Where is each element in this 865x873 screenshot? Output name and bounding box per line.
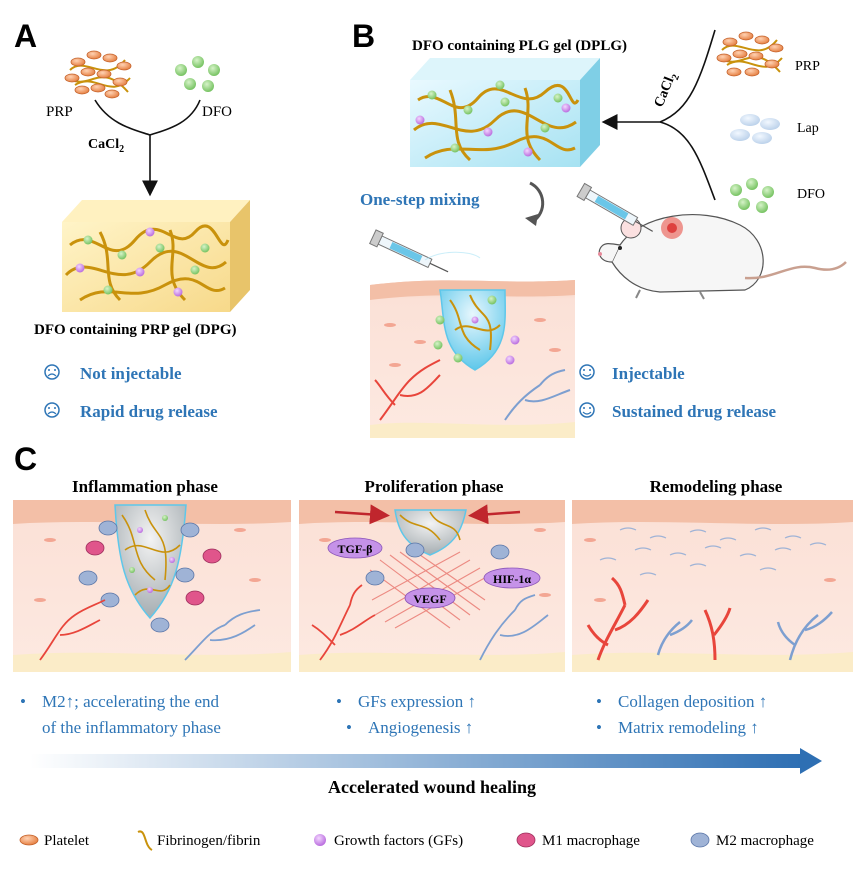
dplg-title: DFO containing PLG gel (DPLG)	[412, 38, 627, 54]
syringe-wound-icon	[369, 229, 449, 273]
dfo-dots-a	[175, 56, 220, 92]
cacl2-label-a: CaCl2	[88, 137, 124, 155]
inflammation-bullet-1: M2↑; accelerating the end	[42, 692, 220, 711]
m1-macrophage-icon	[516, 832, 536, 848]
remodeling-bullet-1: Collagen deposition ↑	[618, 692, 767, 711]
growth-factor-icon	[314, 834, 326, 846]
m2-macrophage-icon	[690, 832, 710, 848]
prp-cluster-a	[64, 50, 132, 99]
mouse-illustration	[598, 214, 847, 300]
tgf-beta-badge	[327, 537, 383, 559]
legend-platelet: Platelet	[44, 833, 90, 849]
phase-title-remodeling: Remodeling phase	[650, 477, 783, 496]
healing-arrow	[30, 748, 822, 774]
bullet-dot: •	[336, 692, 342, 711]
legend-fibrin: Fibrinogen/fibrin	[157, 833, 261, 849]
lap-label: Lap	[797, 121, 819, 136]
panel-a: A PRP DFO CaCl2	[14, 18, 250, 421]
panel-b: B DFO containing PLG gel (DPLG) CaCl2	[352, 18, 847, 438]
platelet-icon	[19, 834, 39, 846]
legend: Platelet Fibrinogen/fibrin Growth factor…	[19, 830, 814, 851]
bullet-dot: •	[20, 692, 26, 711]
panel-b-letter: B	[352, 18, 375, 54]
cons-list: Not injectable Rapid drug release	[44, 364, 218, 421]
con-not-injectable: Not injectable	[80, 364, 182, 383]
combine-arrow-a	[94, 99, 201, 190]
skin-remodeling	[572, 500, 853, 672]
skin-inflammation	[13, 500, 291, 672]
dfo-label-b: DFO	[797, 187, 825, 202]
remodeling-bullet-2: Matrix remodeling ↑	[618, 718, 759, 737]
panel-a-letter: A	[14, 18, 37, 54]
smile-face-icon	[579, 364, 595, 380]
pro-sustained-release: Sustained drug release	[612, 402, 776, 421]
legend-growth-factors: Growth factors (GFs)	[334, 833, 463, 849]
pro-injectable: Injectable	[612, 364, 685, 383]
lap-disks	[730, 114, 780, 144]
skin-section-b	[370, 280, 575, 438]
bullet-dot: •	[346, 718, 352, 737]
dpg-title: DFO containing PRP gel (DPG)	[34, 322, 237, 338]
smile-face-icon	[579, 402, 595, 418]
phase-title-proliferation: Proliferation phase	[365, 477, 504, 496]
panel-c-letter: C	[14, 441, 37, 477]
fibrin-icon	[137, 830, 153, 851]
factor-tgf-beta: TGF-β	[338, 542, 373, 556]
phase-title-inflammation: Inflammation phase	[72, 477, 218, 496]
outcome-label: Accelerated wound healing	[328, 777, 536, 797]
factor-vegf: VEGF	[413, 592, 446, 606]
prp-label-b: PRP	[795, 59, 820, 74]
pros-list: Injectable Sustained drug release	[579, 364, 776, 421]
one-step-mixing-label: One-step mixing	[360, 190, 480, 209]
factor-hif: HIF-1α	[493, 572, 531, 586]
gel-box-a	[62, 200, 250, 312]
hif-badge	[483, 567, 541, 589]
prp-cluster-b	[716, 31, 784, 77]
con-rapid-release: Rapid drug release	[80, 402, 218, 421]
phase-bullets: • M2↑; accelerating the end of the infla…	[20, 692, 767, 737]
cacl2-label-b: CaCl2	[652, 70, 682, 110]
vegf-badge	[404, 587, 456, 609]
proliferation-bullet-2: Angiogenesis ↑	[368, 718, 473, 737]
combine-arrow-b	[608, 29, 716, 201]
gel-box-b	[410, 58, 600, 167]
legend-m2: M2 macrophage	[716, 833, 814, 849]
bullet-dot: •	[596, 718, 602, 737]
dfo-dots-b	[730, 178, 774, 213]
panel-c: C Inflammation phase Proliferation phase…	[13, 441, 853, 797]
bullet-dot: •	[596, 692, 602, 711]
proliferation-bullet-1: GFs expression ↑	[358, 692, 476, 711]
syringe-icon	[576, 182, 654, 232]
sad-face-icon	[44, 402, 60, 418]
sad-face-icon	[44, 364, 60, 380]
inflammation-bullet-2: of the inflammatory phase	[42, 718, 221, 737]
prp-label-a: PRP	[46, 104, 73, 120]
legend-m1: M1 macrophage	[542, 833, 640, 849]
dfo-label-a: DFO	[202, 104, 232, 120]
skin-proliferation: TGF-β HIF-1α VEGF	[299, 500, 565, 672]
